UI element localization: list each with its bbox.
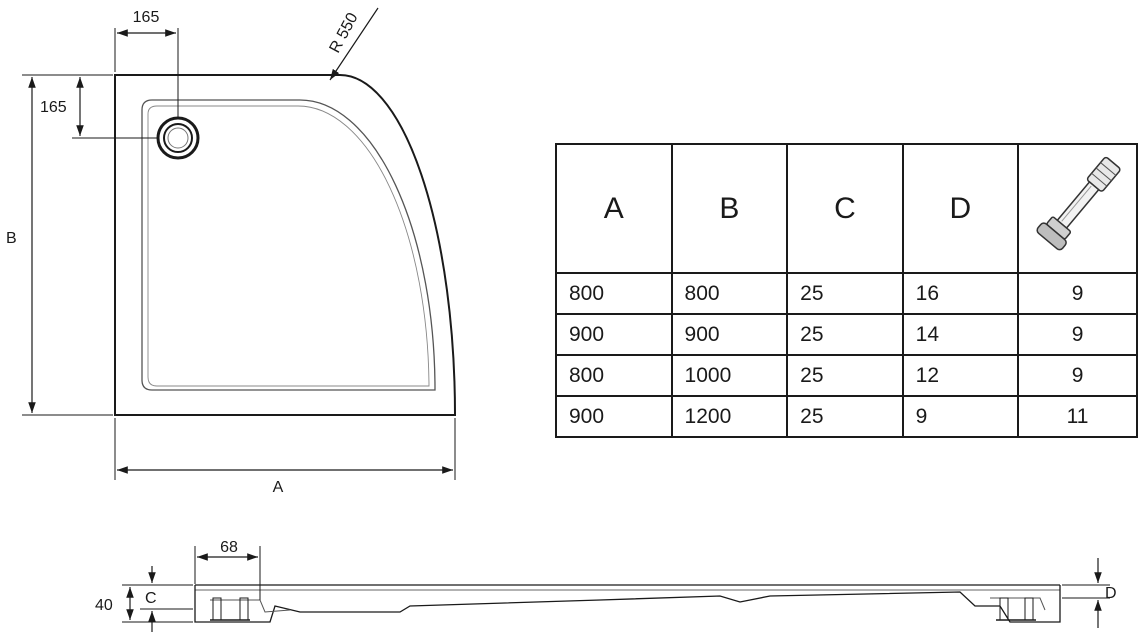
cell-legs: 9 <box>1017 272 1138 315</box>
cell-c: 25 <box>786 313 904 356</box>
section-dim-height: 40 <box>95 597 113 614</box>
cell-d: 12 <box>901 354 1020 397</box>
table-row: 900 900 25 14 9 <box>555 313 1138 356</box>
cell-b: 1000 <box>670 354 789 397</box>
tray-basin-inner <box>147 105 430 387</box>
radius-label: R 550 <box>327 10 362 56</box>
dim-left-offset: 165 <box>40 99 67 116</box>
cell-d: 16 <box>901 272 1020 315</box>
cell-d: 9 <box>901 395 1020 438</box>
plan-view: 165 165 R 550 B A <box>6 7 457 496</box>
header-legs <box>1017 143 1138 274</box>
cell-a: 900 <box>555 313 673 356</box>
header-b: B <box>670 143 789 274</box>
cell-a: 800 <box>555 272 673 315</box>
tray-basin <box>141 99 436 391</box>
cell-c: 25 <box>786 395 904 438</box>
section-dim-width: 68 <box>220 539 238 556</box>
section-label-d: D <box>1105 585 1117 602</box>
cell-legs: 9 <box>1017 354 1138 397</box>
header-a: A <box>555 143 673 274</box>
cell-legs: 11 <box>1017 395 1138 438</box>
tray-outline <box>114 74 457 416</box>
drain-icon <box>156 116 200 160</box>
height-label: B <box>6 230 17 247</box>
cell-a: 800 <box>555 354 673 397</box>
cell-c: 25 <box>786 272 904 315</box>
header-c: C <box>786 143 904 274</box>
section-label-c: C <box>145 590 157 607</box>
cell-d: 14 <box>901 313 1020 356</box>
spec-table-header-row: A B C D <box>555 143 1138 274</box>
cell-c: 25 <box>786 354 904 397</box>
cell-b: 800 <box>670 272 789 315</box>
cell-b: 1200 <box>670 395 789 438</box>
width-label: A <box>273 479 284 496</box>
table-row: 800 1000 25 12 9 <box>555 354 1138 397</box>
table-row: 800 800 25 16 9 <box>555 272 1138 315</box>
cell-legs: 9 <box>1017 313 1138 356</box>
section-view: 68 40 C D <box>95 539 1117 632</box>
table-row: 900 1200 25 9 11 <box>555 395 1138 438</box>
section-profile <box>194 585 1061 623</box>
header-d: D <box>901 143 1020 274</box>
spec-table: A B C D <box>555 143 1138 438</box>
cell-b: 900 <box>670 313 789 356</box>
dim-top-offset: 165 <box>133 9 160 26</box>
cell-a: 900 <box>555 395 673 438</box>
adjustable-leg-icon <box>1035 156 1121 250</box>
